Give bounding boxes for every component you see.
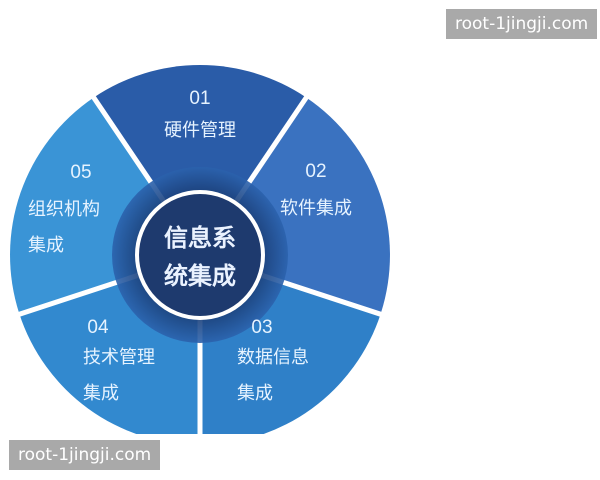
segment-04-number: 04 — [87, 317, 109, 338]
segment-04-label-line2: 集成 — [83, 383, 119, 404]
segment-04-label-line1: 技术管理 — [83, 347, 155, 368]
segment-01 — [93, 65, 307, 255]
watermark-top: root-1jingji.com — [446, 9, 598, 39]
segment-05-number: 05 — [70, 162, 91, 183]
segment-03-number: 03 — [251, 317, 272, 338]
center-circle — [135, 190, 265, 320]
watermark-bottom: root-1jingji.com — [9, 440, 161, 470]
segment-03-label-line1: 数据信息 — [237, 347, 309, 368]
center-label-line1: 信息系 — [164, 224, 236, 252]
segment-05-label-line1: 组织机构 — [28, 199, 100, 220]
segment-01-label: 硬件管理 — [164, 120, 236, 141]
segment-05-label-line2: 集成 — [28, 235, 64, 256]
segment-01-number: 01 — [189, 88, 210, 109]
segment-03-label-line2: 集成 — [237, 383, 273, 404]
center-label-line2: 统集成 — [164, 262, 236, 290]
segment-02-label: 软件集成 — [280, 198, 352, 219]
segment-02-number: 02 — [305, 161, 326, 182]
